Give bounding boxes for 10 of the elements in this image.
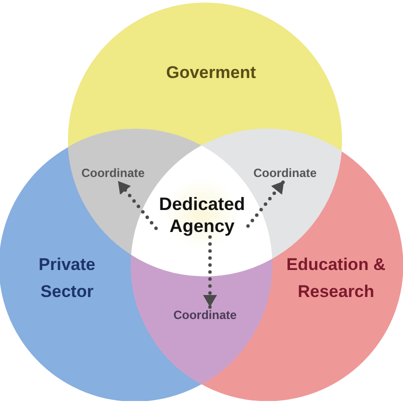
coordinate-label: Coordinate [78, 165, 148, 181]
coordinate-label: Coordinate [170, 307, 240, 323]
agency-label: Dedicated Agency [156, 193, 248, 237]
circle-label: Goverment [166, 62, 256, 84]
dotted-arrow [246, 179, 286, 228]
coordinate-label: Coordinate [250, 165, 320, 181]
dotted-arrow [116, 179, 158, 230]
dotted-arrow [202, 235, 217, 309]
circle-label: Private Sector [38, 254, 96, 303]
circle-label: Education & Research [285, 254, 387, 303]
